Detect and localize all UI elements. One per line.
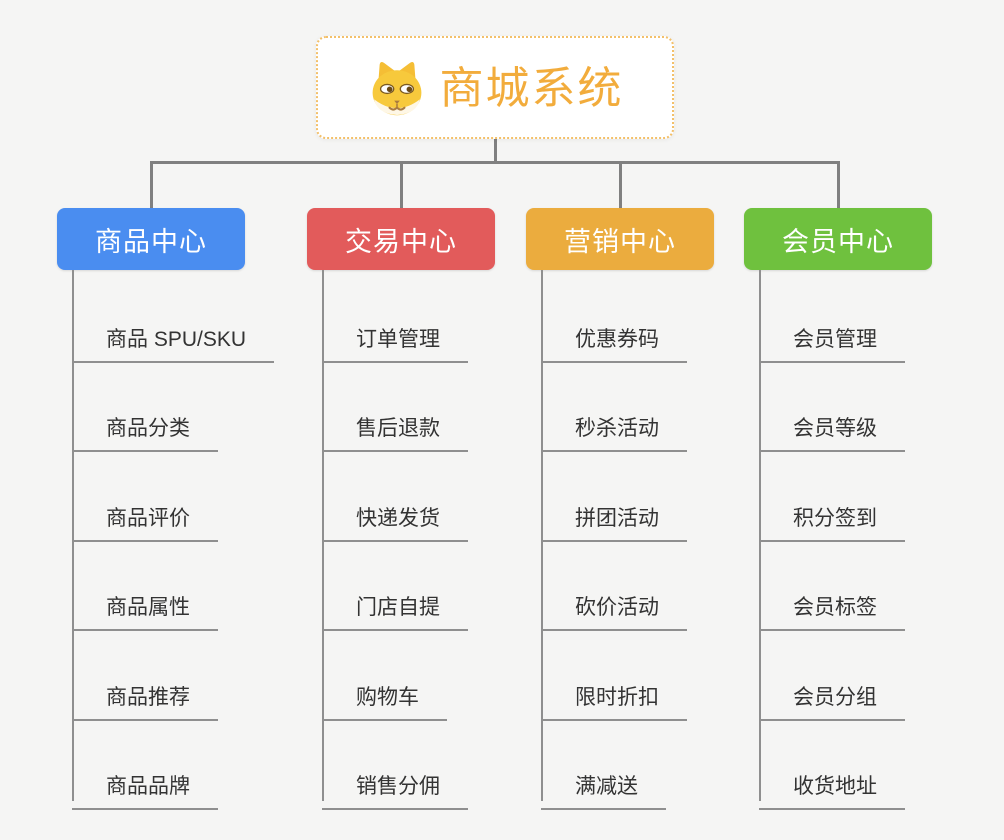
leaf-node[interactable]: 商品推荐 bbox=[72, 663, 218, 721]
leaf-node[interactable]: 商品属性 bbox=[72, 573, 218, 631]
leaf-node[interactable]: 秒杀活动 bbox=[541, 394, 687, 452]
drop-line-marketing bbox=[619, 161, 622, 209]
leaf-node[interactable]: 商品品牌 bbox=[72, 752, 218, 810]
leaf-node[interactable]: 砍价活动 bbox=[541, 573, 687, 631]
leaf-node[interactable]: 快递发货 bbox=[322, 484, 468, 542]
leaf-node[interactable]: 会员管理 bbox=[759, 305, 905, 363]
root-node-mall-system[interactable]: 商城系统 bbox=[316, 36, 674, 139]
leaf-node[interactable]: 会员标签 bbox=[759, 573, 905, 631]
leaf-node[interactable]: 满减送 bbox=[541, 752, 666, 810]
leaf-node[interactable]: 销售分佣 bbox=[322, 752, 468, 810]
drop-line-trade bbox=[400, 161, 403, 209]
branch-node-member-center[interactable]: 会员中心 bbox=[744, 208, 932, 270]
leaf-node[interactable]: 售后退款 bbox=[322, 394, 468, 452]
drop-line-products bbox=[150, 161, 153, 209]
dog-icon bbox=[367, 58, 427, 118]
leaf-node[interactable]: 会员等级 bbox=[759, 394, 905, 452]
branch-node-marketing-center[interactable]: 营销中心 bbox=[526, 208, 714, 270]
leaf-node[interactable]: 拼团活动 bbox=[541, 484, 687, 542]
leaf-node[interactable]: 积分签到 bbox=[759, 484, 905, 542]
root-title: 商城系统 bbox=[439, 63, 624, 113]
leaf-node[interactable]: 门店自提 bbox=[322, 573, 468, 631]
leaf-node[interactable]: 购物车 bbox=[322, 663, 447, 721]
drop-line-members bbox=[837, 161, 840, 209]
leaf-node[interactable]: 收货地址 bbox=[759, 752, 905, 810]
leaf-node[interactable]: 优惠券码 bbox=[541, 305, 687, 363]
leaf-node[interactable]: 会员分组 bbox=[759, 663, 905, 721]
branch-node-product-center[interactable]: 商品中心 bbox=[57, 208, 245, 270]
spine-line-members bbox=[759, 270, 761, 801]
branch-bus-line bbox=[150, 161, 840, 164]
root-connector-line bbox=[494, 139, 497, 164]
spine-line-trade bbox=[322, 270, 324, 801]
leaf-node[interactable]: 订单管理 bbox=[322, 305, 468, 363]
spine-line-products bbox=[72, 270, 74, 801]
leaf-node[interactable]: 商品评价 bbox=[72, 484, 218, 542]
branch-node-trade-center[interactable]: 交易中心 bbox=[307, 208, 495, 270]
leaf-node[interactable]: 商品 SPU/SKU bbox=[72, 305, 275, 363]
spine-line-marketing bbox=[541, 270, 543, 801]
leaf-node[interactable]: 商品分类 bbox=[72, 394, 218, 452]
leaf-node[interactable]: 限时折扣 bbox=[541, 663, 687, 721]
